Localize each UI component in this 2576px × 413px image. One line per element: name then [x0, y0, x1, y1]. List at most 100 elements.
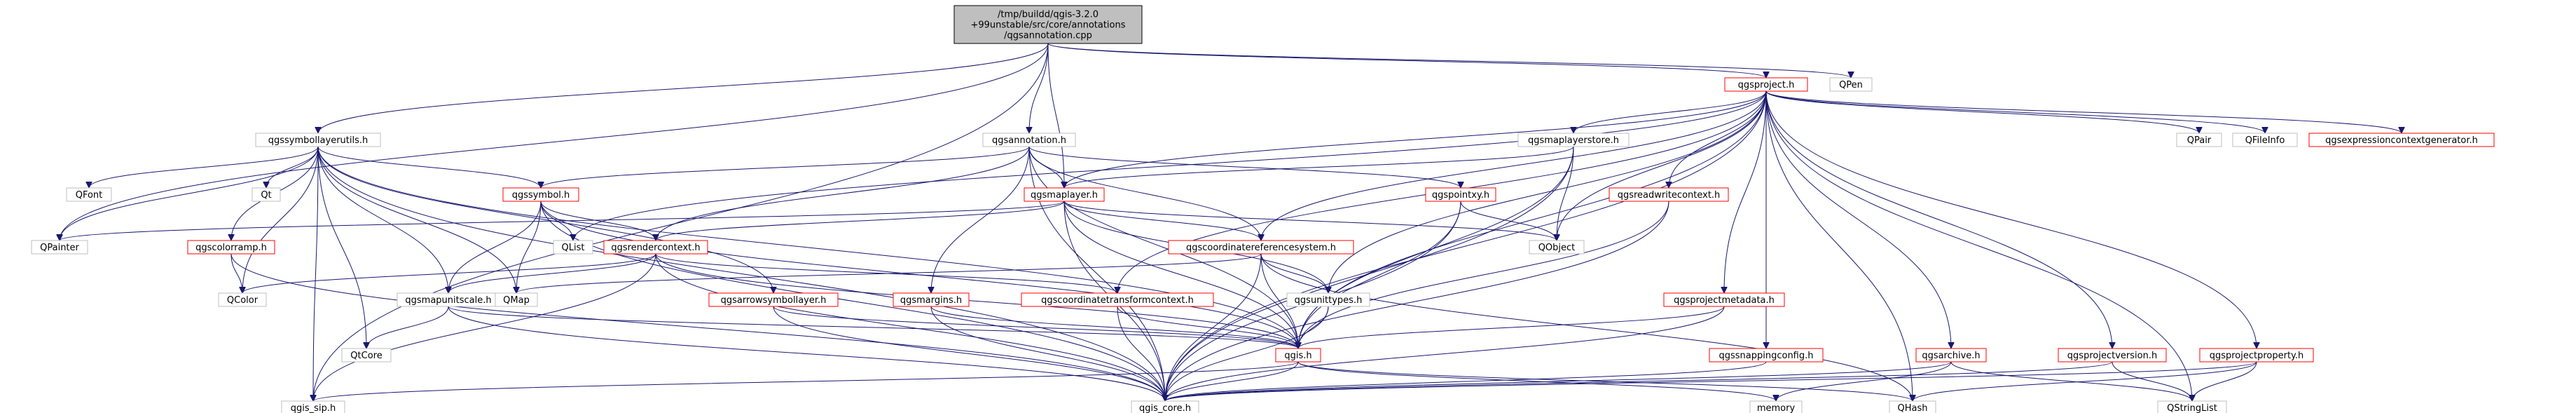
node-box: [31, 240, 88, 255]
edge-qgis-to-qgis-sip: [313, 361, 1299, 402]
node-label: QObject: [1538, 243, 1576, 253]
node-qgspointxy[interactable]: qgspointxy.h: [1425, 187, 1496, 202]
edge-qgsannotation-to-qgsrendercontext: [656, 146, 1030, 241]
edge-qgsprojectmetadata-to-qgis: [1298, 306, 1725, 349]
node-qgsexpressioncontextgenerator[interactable]: qgsexpressioncontextgenerator.h: [2308, 133, 2495, 147]
node-box: [218, 292, 267, 307]
node-qgis-sip[interactable]: qgis_sip.h: [281, 400, 345, 413]
node-label: qgis.h: [1284, 351, 1311, 361]
node-label: QMap: [503, 295, 530, 306]
node-label: QStringList: [2167, 403, 2217, 413]
edge-qgscolorramp-to-qgis-core: [230, 253, 1165, 401]
node-box: [1915, 348, 1987, 363]
node-qobject[interactable]: QObject: [1529, 240, 1585, 255]
node-qfileinfo[interactable]: QFileInfo: [2232, 133, 2298, 147]
node-box: [1724, 77, 1808, 92]
node-box: [252, 187, 281, 202]
node-box: [953, 5, 1143, 44]
node-qt[interactable]: Qt: [252, 187, 281, 202]
node-box: [1517, 133, 1630, 147]
edge-qgsmaplayerstore-to-qobject: [1557, 146, 1574, 241]
node-label: qgssymbollayerutils.h: [268, 135, 369, 146]
node-qmap[interactable]: QMap: [495, 292, 538, 307]
node-label: qgsmapunitscale.h: [405, 295, 491, 306]
node-label: QPair: [2187, 135, 2212, 146]
edge-qgsrendercontext-to-qgsmapunitscale: [448, 253, 656, 294]
node-label: qgis_core.h: [1139, 403, 1191, 413]
edge-qgsannotation-to-qgspointxy: [1028, 146, 1461, 189]
node-qlist[interactable]: QList: [553, 240, 593, 255]
node-qgis-core[interactable]: qgis_core.h: [1131, 400, 1199, 413]
node-box: [2199, 348, 2314, 363]
edge-qgsprojectversion-to-qgis-core: [1165, 361, 2113, 402]
edge-qgssymbollayerutils-to-qcolor: [242, 146, 319, 293]
node-label: QPainter: [40, 243, 79, 253]
node-qgsarrowsymbollayer[interactable]: qgsarrowsymbollayer.h: [708, 292, 839, 307]
edge-qgsrendercontext-to-qgis-core: [655, 253, 1165, 401]
node-box: [1168, 240, 1354, 255]
node-box: [2232, 133, 2298, 147]
node-label: qgscoordinatereferencesystem.h: [1186, 243, 1336, 253]
node-box: [708, 292, 839, 307]
node-qgsprojectversion[interactable]: qgsprojectversion.h: [2058, 348, 2167, 363]
node-box: [982, 133, 1076, 147]
node-qgis[interactable]: qgis.h: [1275, 348, 1321, 363]
node-box: [1024, 187, 1105, 202]
node-qpainter[interactable]: QPainter: [31, 240, 88, 255]
node-qgscolorramp[interactable]: qgscolorramp.h: [187, 240, 275, 255]
edge-root-to-qgsproject: [1047, 43, 1766, 79]
node-qgsrendercontext[interactable]: qgsrendercontext.h: [603, 240, 708, 255]
node-label: qgssymbol.h: [512, 190, 570, 201]
node-qpair[interactable]: QPair: [2176, 133, 2222, 147]
node-qgsannotation[interactable]: qgsannotation.h: [982, 133, 1076, 147]
node-box: [66, 187, 112, 202]
node-label: qgspointxy.h: [1432, 190, 1489, 201]
node-qpen[interactable]: QPen: [1829, 77, 1873, 92]
node-qgsreadwritecontext[interactable]: qgsreadwritecontext.h: [1609, 187, 1729, 202]
edge-qgssymbol-to-qgsmapunitscale: [448, 201, 542, 293]
node-qgsproject[interactable]: qgsproject.h: [1724, 77, 1808, 92]
edge-qgsproject-to-qfileinfo: [1765, 90, 2265, 134]
node-qstringlist[interactable]: QStringList: [2157, 400, 2227, 413]
node-qgsunittypes[interactable]: qgsunittypes.h: [1286, 292, 1370, 307]
edge-qgsprojectproperty-to-qgis-core: [1165, 361, 2257, 402]
node-box: [1663, 292, 1785, 307]
edge-qgssymbollayerutils-to-qgis-core: [317, 146, 1165, 401]
node-qgsmargins[interactable]: qgsmargins.h: [893, 292, 970, 307]
node-qgssnappingconfig[interactable]: qgssnappingconfig.h: [1709, 348, 1824, 363]
node-box: [1021, 292, 1214, 307]
node-qgsprojectproperty[interactable]: qgsprojectproperty.h: [2199, 348, 2314, 363]
edge-qgsproject-to-qgsprojectversion: [1765, 90, 2112, 348]
node-qgscoordinatetransformcontext[interactable]: qgscoordinatetransformcontext.h: [1021, 292, 1214, 307]
node-box: [1609, 187, 1729, 202]
edge-qgsmargins-to-qgis-core: [930, 306, 1165, 401]
node-qgsarchive[interactable]: qgsarchive.h: [1915, 348, 1987, 363]
node-box: [1286, 292, 1370, 307]
node-qgssymbollayerutils[interactable]: qgssymbollayerutils.h: [255, 133, 381, 147]
node-qfont[interactable]: QFont: [66, 187, 112, 202]
node-qgsmaplayerstore[interactable]: qgsmaplayerstore.h: [1517, 133, 1630, 147]
node-qgsmapunitscale[interactable]: qgsmapunitscale.h: [397, 292, 500, 307]
node-qgscoordinatereferencesystem[interactable]: qgscoordinatereferencesystem.h: [1168, 240, 1354, 255]
edge-root-to-qgis-sip: [313, 43, 1049, 401]
edge-qgssymbollayerutils-to-qtcore: [317, 146, 366, 348]
edge-root-to-qpen: [1047, 43, 1851, 79]
node-memory[interactable]: memory: [1749, 400, 1803, 413]
node-qgsprojectmetadata[interactable]: qgsprojectmetadata.h: [1663, 292, 1785, 307]
node-qgsmaplayer[interactable]: qgsmaplayer.h: [1024, 187, 1105, 202]
edge-qgsannotation-to-qgsmargins: [931, 146, 1030, 293]
node-qtcore[interactable]: QtCore: [341, 348, 392, 363]
node-box: [2157, 400, 2227, 413]
node-qgssymbol[interactable]: qgssymbol.h: [502, 187, 579, 202]
node-qcolor[interactable]: QColor: [218, 292, 267, 307]
edge-qgsarrowsymbollayer-to-qgis: [773, 306, 1298, 349]
edge-qgsmaplayer-to-qgis: [1063, 201, 1298, 348]
node-qhash[interactable]: QHash: [1889, 400, 1936, 413]
edge-qgsmaplayerstore-to-qgis-core: [1165, 146, 1574, 401]
edge-qgsproject-to-qgsarchive: [1765, 90, 1951, 348]
edge-qgsmapunitscale-to-qgis-core: [448, 306, 1165, 401]
edge-qgssnappingconfig-to-qgis-core: [1165, 361, 1767, 402]
edge-qgis-to-qgis-core: [1165, 361, 1299, 402]
node-box: [2308, 133, 2495, 147]
